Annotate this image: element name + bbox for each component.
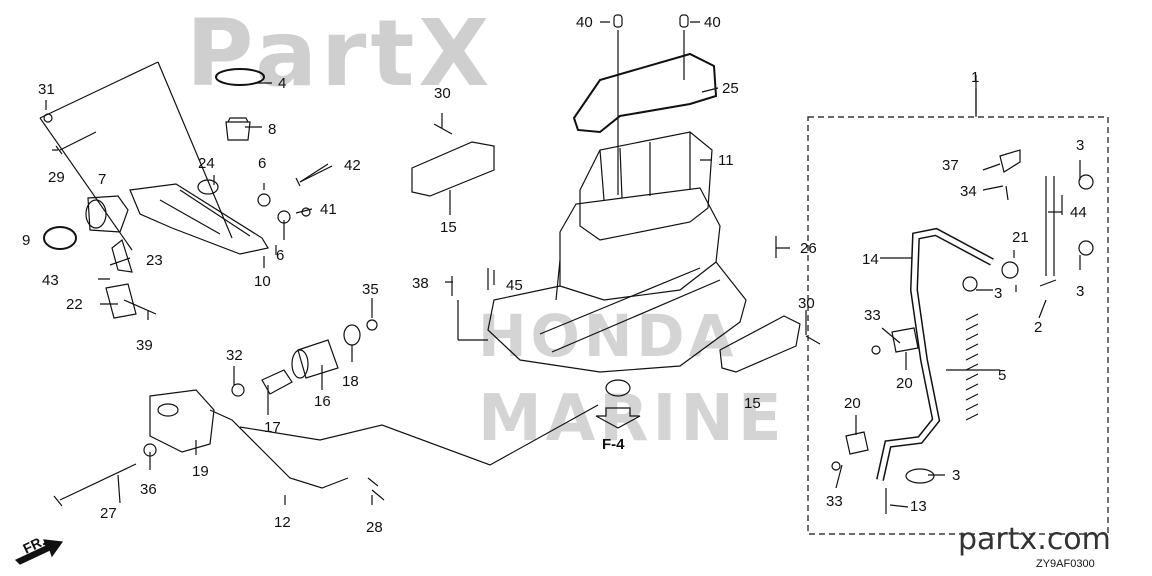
callout-15: 15: [440, 219, 457, 236]
callout-44: 44: [1070, 204, 1087, 221]
callout-9: 9: [22, 232, 30, 249]
callout-3: 3: [1076, 283, 1084, 300]
callout-25: 25: [722, 80, 739, 97]
site-name: partx.com: [958, 522, 1111, 557]
callout-5: 5: [998, 367, 1006, 384]
callout-1: 1: [971, 69, 979, 86]
callout-4: 4: [278, 75, 286, 92]
callout-10: 10: [254, 273, 271, 290]
callout-34: 34: [960, 183, 977, 200]
callout-3: 3: [952, 467, 960, 484]
callout-20: 20: [844, 395, 861, 412]
diagram-code: ZY9AF0300: [1036, 558, 1095, 570]
watermark-partx: PartX: [186, 0, 494, 107]
callout-3: 3: [994, 285, 1002, 302]
callout-13: 13: [910, 498, 927, 515]
callout-31: 31: [38, 81, 55, 98]
callout-26: 26: [800, 240, 817, 257]
callout-28: 28: [366, 519, 383, 536]
callout-39: 39: [136, 337, 153, 354]
callout-40: 40: [576, 14, 593, 31]
callout-35: 35: [362, 281, 379, 298]
callout-15: 15: [744, 395, 761, 412]
callout-38: 38: [412, 275, 429, 292]
callout-8: 8: [268, 121, 276, 138]
callout-21: 21: [1012, 229, 1029, 246]
callout-27: 27: [100, 505, 117, 522]
callout-22: 22: [66, 296, 83, 313]
callout-24: 24: [198, 155, 215, 172]
callout-17: 17: [264, 419, 281, 436]
callout-14: 14: [862, 251, 879, 268]
callout-42: 42: [344, 157, 361, 174]
callout-7: 7: [98, 171, 106, 188]
callout-40: 40: [704, 14, 721, 31]
callout-33: 33: [826, 493, 843, 510]
callout-30: 30: [434, 85, 451, 102]
callout-43: 43: [42, 272, 59, 289]
callout-36: 36: [140, 481, 157, 498]
callout-12: 12: [274, 514, 291, 531]
callout-6: 6: [258, 155, 266, 172]
callout-33: 33: [864, 307, 881, 324]
callout-3: 3: [1076, 137, 1084, 154]
callout-23: 23: [146, 252, 163, 269]
callout-32: 32: [226, 347, 243, 364]
callout-37: 37: [942, 157, 959, 174]
callout-18: 18: [342, 373, 359, 390]
reference-f4: F-4: [602, 436, 625, 453]
callout-16: 16: [314, 393, 331, 410]
callout-30: 30: [798, 295, 815, 312]
callout-11: 11: [718, 152, 734, 169]
callout-41: 41: [320, 201, 337, 218]
callout-29: 29: [48, 169, 65, 186]
callout-6: 6: [276, 247, 284, 264]
callout-45: 45: [506, 277, 523, 294]
callout-20: 20: [896, 375, 913, 392]
callout-2: 2: [1034, 319, 1042, 336]
callout-19: 19: [192, 463, 209, 480]
